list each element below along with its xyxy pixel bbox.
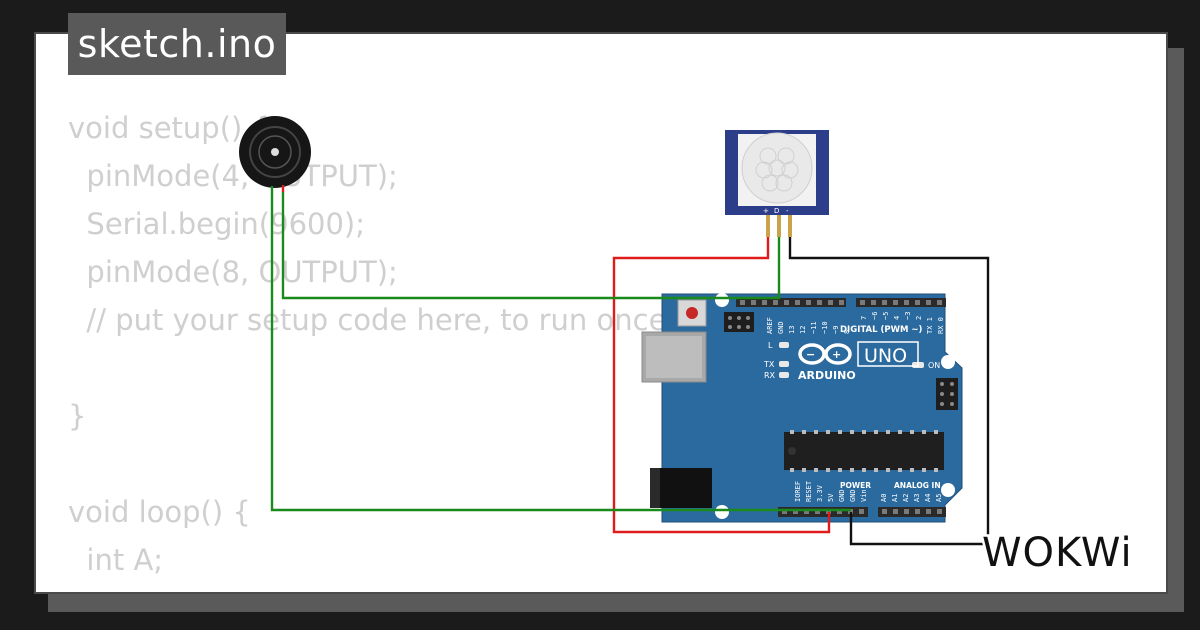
code-line: // put your setup code here, to run once… (68, 303, 677, 337)
pin-label: ~10 (821, 321, 829, 334)
pin-label: A2 (902, 494, 910, 502)
pin-label: RESET (805, 480, 813, 502)
pir-pin-label: D (774, 207, 779, 215)
mounting-hole (941, 355, 955, 369)
pin-label: AREF (766, 317, 774, 334)
l-led (779, 342, 789, 348)
code-preview: void setup() { pinMode(4, OUTPUT); Seria… (68, 104, 677, 592)
l-led-label: L (768, 341, 773, 350)
tx-led (779, 361, 789, 367)
tx-led-label: TX (763, 360, 775, 369)
digital-label: DIGITAL (PWM ~) (840, 325, 922, 335)
icsp-header (724, 312, 754, 332)
file-tab[interactable]: sketch.ino (68, 13, 286, 75)
pin-label: ~3 (904, 312, 912, 320)
pin-label: ~11 (810, 321, 818, 334)
code-line: A=digitalRead(4); (68, 584, 676, 592)
pin-label: Vin (860, 489, 868, 502)
power-label: POWER (840, 481, 871, 490)
power-jack (650, 468, 712, 508)
on-led-label: ON (928, 361, 940, 370)
uno-badge (857, 341, 919, 367)
mounting-hole (715, 293, 729, 307)
code-line: int A; (68, 543, 164, 577)
pin-label: 3.3V (816, 484, 824, 502)
svg-text:+: + (832, 348, 841, 361)
pir-pin-label: + (763, 207, 769, 215)
microcontroller-chip (784, 430, 944, 472)
wokwi-logo-text: WOKWi (982, 530, 1133, 576)
rx-led-label: RX (764, 371, 776, 380)
code-line: Serial.begin(9600); (68, 207, 366, 241)
wire-red[interactable] (281, 185, 831, 534)
pir-motion-sensor[interactable]: + D - (725, 130, 829, 237)
reset-button[interactable] (677, 299, 707, 327)
mounting-hole (941, 483, 955, 497)
pir-pin-label: - (786, 207, 789, 215)
digital-header (736, 298, 846, 307)
pin-label: GND (838, 489, 846, 502)
code-line: void loop() { (68, 495, 251, 529)
pin-label: ~6 (871, 312, 879, 320)
board-model: UNO (864, 345, 907, 367)
pin-label: A1 (891, 494, 899, 502)
pin-label: GND (849, 489, 857, 502)
board-brand: ARDUINO (798, 369, 856, 382)
project-card: void setup() { pinMode(4, OUTPUT); Seria… (34, 32, 1168, 594)
pin-label: 5V (827, 493, 835, 502)
arduino-infinity-icon (798, 343, 852, 365)
pin-label: 2 (915, 316, 923, 320)
pin-label: A5 (935, 494, 943, 502)
pin-label: TX 1 (926, 317, 934, 334)
code-line: } (68, 399, 87, 433)
pin-label: 13 (788, 326, 796, 334)
pin-label: 7 (860, 316, 868, 320)
wire-black[interactable] (788, 237, 990, 546)
pin-label: A3 (913, 494, 921, 502)
rx-led (779, 372, 789, 378)
side-icsp-header (936, 378, 958, 410)
svg-text:−: − (806, 348, 815, 361)
code-line: pinMode(8, OUTPUT); (68, 255, 398, 289)
pin-label: 4 (893, 316, 901, 320)
analog-header (878, 507, 946, 517)
pin-label: A4 (924, 494, 932, 502)
wokwi-logo-outline: WOKWi (982, 530, 1133, 576)
pin-label: IOREF (794, 481, 802, 502)
pin-label: GND (777, 321, 785, 334)
wire-green[interactable] (270, 186, 851, 512)
power-header (778, 507, 868, 517)
pin-label: 12 (799, 326, 807, 334)
pin-label: A0 (880, 494, 888, 502)
piezo-buzzer[interactable] (239, 116, 311, 188)
pin-label: 8 (843, 330, 851, 334)
pin-label: ~9 (832, 326, 840, 334)
arduino-uno-board[interactable]: AREF GND 13 12 ~11 ~10 ~9 8 7 ~6 ~5 4 ~3… (641, 293, 963, 523)
mounting-hole (715, 505, 729, 519)
analog-label: ANALOG IN (894, 481, 941, 490)
wokwi-logo: WOKWi WOKWi (980, 528, 1134, 577)
pin-label: RX 0 (937, 317, 945, 334)
pin-label: ~5 (882, 312, 890, 320)
